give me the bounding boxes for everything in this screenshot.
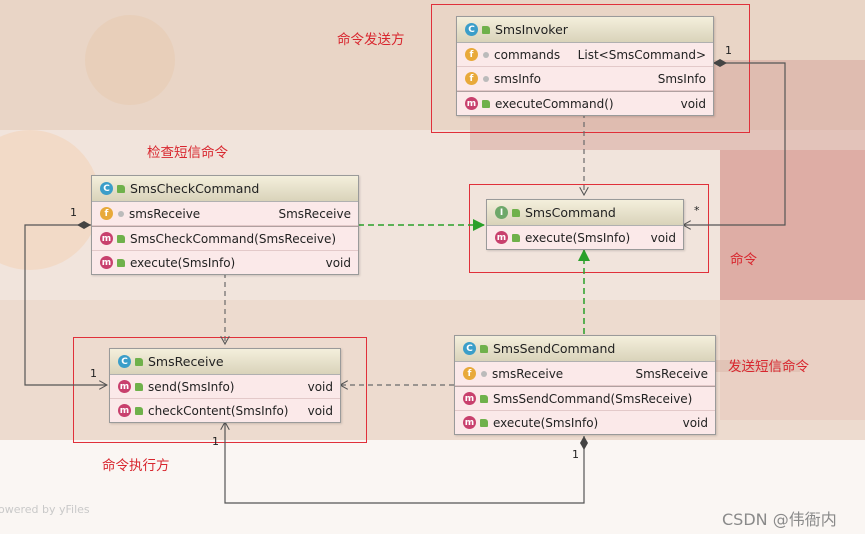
mult-check-left: 1 xyxy=(70,206,77,219)
method-icon: m xyxy=(100,232,113,245)
member-type: void xyxy=(307,379,333,394)
field-icon: f xyxy=(100,207,113,220)
public-icon xyxy=(135,382,143,391)
member-name: commands xyxy=(494,47,561,62)
field-row[interactable]: f smsReceive SmsReceive xyxy=(455,362,715,386)
class-header: C SmsReceive xyxy=(110,349,340,375)
member-name: execute(SmsInfo) xyxy=(130,255,236,270)
public-icon xyxy=(482,25,490,34)
member-name: execute(SmsInfo) xyxy=(493,415,599,430)
class-icon: C xyxy=(463,342,476,355)
member-name: executeCommand() xyxy=(495,96,614,111)
class-name: SmsInvoker xyxy=(495,22,568,37)
public-icon xyxy=(512,208,520,217)
interface-sms-command[interactable]: I SmsCommand m execute(SmsInfo) void xyxy=(486,199,684,250)
member-name: SmsSendCommand(SmsReceive) xyxy=(493,391,693,406)
private-icon xyxy=(483,75,489,82)
public-icon xyxy=(480,344,488,353)
method-row[interactable]: m SmsSendCommand(SmsReceive) xyxy=(455,386,715,411)
member-type: void xyxy=(307,403,333,418)
member-type: void xyxy=(680,96,706,111)
field-row[interactable]: f commands List<SmsCommand> xyxy=(457,43,713,67)
label-invoker: 命令发送方 xyxy=(337,32,405,48)
private-icon xyxy=(118,210,124,217)
class-sms-receive[interactable]: C SmsReceive m send(SmsInfo) void m checkCon… xyxy=(109,348,341,423)
label-send: 发送短信命令 xyxy=(728,359,809,375)
method-icon: m xyxy=(118,380,131,393)
class-icon: C xyxy=(465,23,478,36)
member-name: smsInfo xyxy=(494,71,541,86)
receive-frame xyxy=(73,337,367,443)
class-icon: C xyxy=(118,355,131,368)
class-header: C SmsCheckCommand xyxy=(92,176,358,202)
member-type: void xyxy=(325,255,351,270)
member-type: List<SmsCommand> xyxy=(577,47,706,62)
method-icon: m xyxy=(100,256,113,269)
class-sms-send-command[interactable]: C SmsSendCommand f smsReceive SmsReceive m S… xyxy=(454,335,716,435)
public-icon xyxy=(117,184,125,193)
class-icon: C xyxy=(100,182,113,195)
field-row[interactable]: f smsInfo SmsInfo xyxy=(457,67,713,91)
mult-receive-bottom: 1 xyxy=(212,435,219,448)
class-name: SmsCheckCommand xyxy=(130,181,260,196)
field-icon: f xyxy=(463,367,476,380)
mult-send-bottom: 1 xyxy=(572,448,579,461)
mult-receive-left: 1 xyxy=(90,367,97,380)
csdn-watermark: CSDN @伟衙内 xyxy=(722,510,837,529)
public-icon xyxy=(512,233,520,242)
class-name: SmsReceive xyxy=(148,354,224,369)
label-receive: 命令执行方 xyxy=(102,458,170,474)
method-row[interactable]: m executeCommand() void xyxy=(457,91,713,115)
public-icon xyxy=(117,258,125,267)
label-check: 检查短信命令 xyxy=(147,145,228,161)
class-sms-check-command[interactable]: C SmsCheckCommand f smsReceive SmsReceive m… xyxy=(91,175,359,275)
member-type: SmsInfo xyxy=(657,71,706,86)
method-row[interactable]: m execute(SmsInfo) void xyxy=(487,226,683,249)
method-row[interactable]: m execute(SmsInfo) void xyxy=(92,251,358,274)
member-type: SmsReceive xyxy=(278,206,351,221)
member-type: void xyxy=(682,415,708,430)
member-name: SmsCheckCommand(SmsReceive) xyxy=(130,231,337,246)
public-icon xyxy=(480,394,488,403)
class-header: I SmsCommand xyxy=(487,200,683,226)
class-header: C SmsInvoker xyxy=(457,17,713,43)
member-name: send(SmsInfo) xyxy=(148,379,235,394)
public-icon xyxy=(135,406,143,415)
class-name: SmsSendCommand xyxy=(493,341,616,356)
public-icon xyxy=(480,418,488,427)
yfiles-watermark: owered by yFiles xyxy=(0,503,90,516)
field-row[interactable]: f smsReceive SmsReceive xyxy=(92,202,358,226)
method-icon: m xyxy=(465,97,478,110)
public-icon xyxy=(117,234,125,243)
class-header: C SmsSendCommand xyxy=(455,336,715,362)
member-name: execute(SmsInfo) xyxy=(525,230,631,245)
class-sms-invoker[interactable]: C SmsInvoker f commands List<SmsCommand> f s… xyxy=(456,16,714,116)
public-icon xyxy=(482,99,490,108)
mult-command-many: * xyxy=(694,204,700,217)
method-row[interactable]: m execute(SmsInfo) void xyxy=(455,411,715,434)
method-icon: m xyxy=(463,416,476,429)
class-name: SmsCommand xyxy=(525,205,616,220)
member-name: smsReceive xyxy=(492,366,564,381)
mult-invoker-commands: 1 xyxy=(725,44,732,57)
public-icon xyxy=(135,357,143,366)
member-type: SmsReceive xyxy=(635,366,708,381)
private-icon xyxy=(481,370,487,377)
method-row[interactable]: m checkContent(SmsInfo) void xyxy=(110,399,340,422)
interface-icon: I xyxy=(495,206,508,219)
field-icon: f xyxy=(465,48,478,61)
member-name: smsReceive xyxy=(129,206,201,221)
private-icon xyxy=(483,51,489,58)
member-type: void xyxy=(650,230,676,245)
label-command: 命令 xyxy=(730,252,757,268)
method-icon: m xyxy=(463,392,476,405)
member-name: checkContent(SmsInfo) xyxy=(148,403,289,418)
field-icon: f xyxy=(465,72,478,85)
method-icon: m xyxy=(118,404,131,417)
method-icon: m xyxy=(495,231,508,244)
method-row[interactable]: m SmsCheckCommand(SmsReceive) xyxy=(92,226,358,251)
method-row[interactable]: m send(SmsInfo) void xyxy=(110,375,340,399)
